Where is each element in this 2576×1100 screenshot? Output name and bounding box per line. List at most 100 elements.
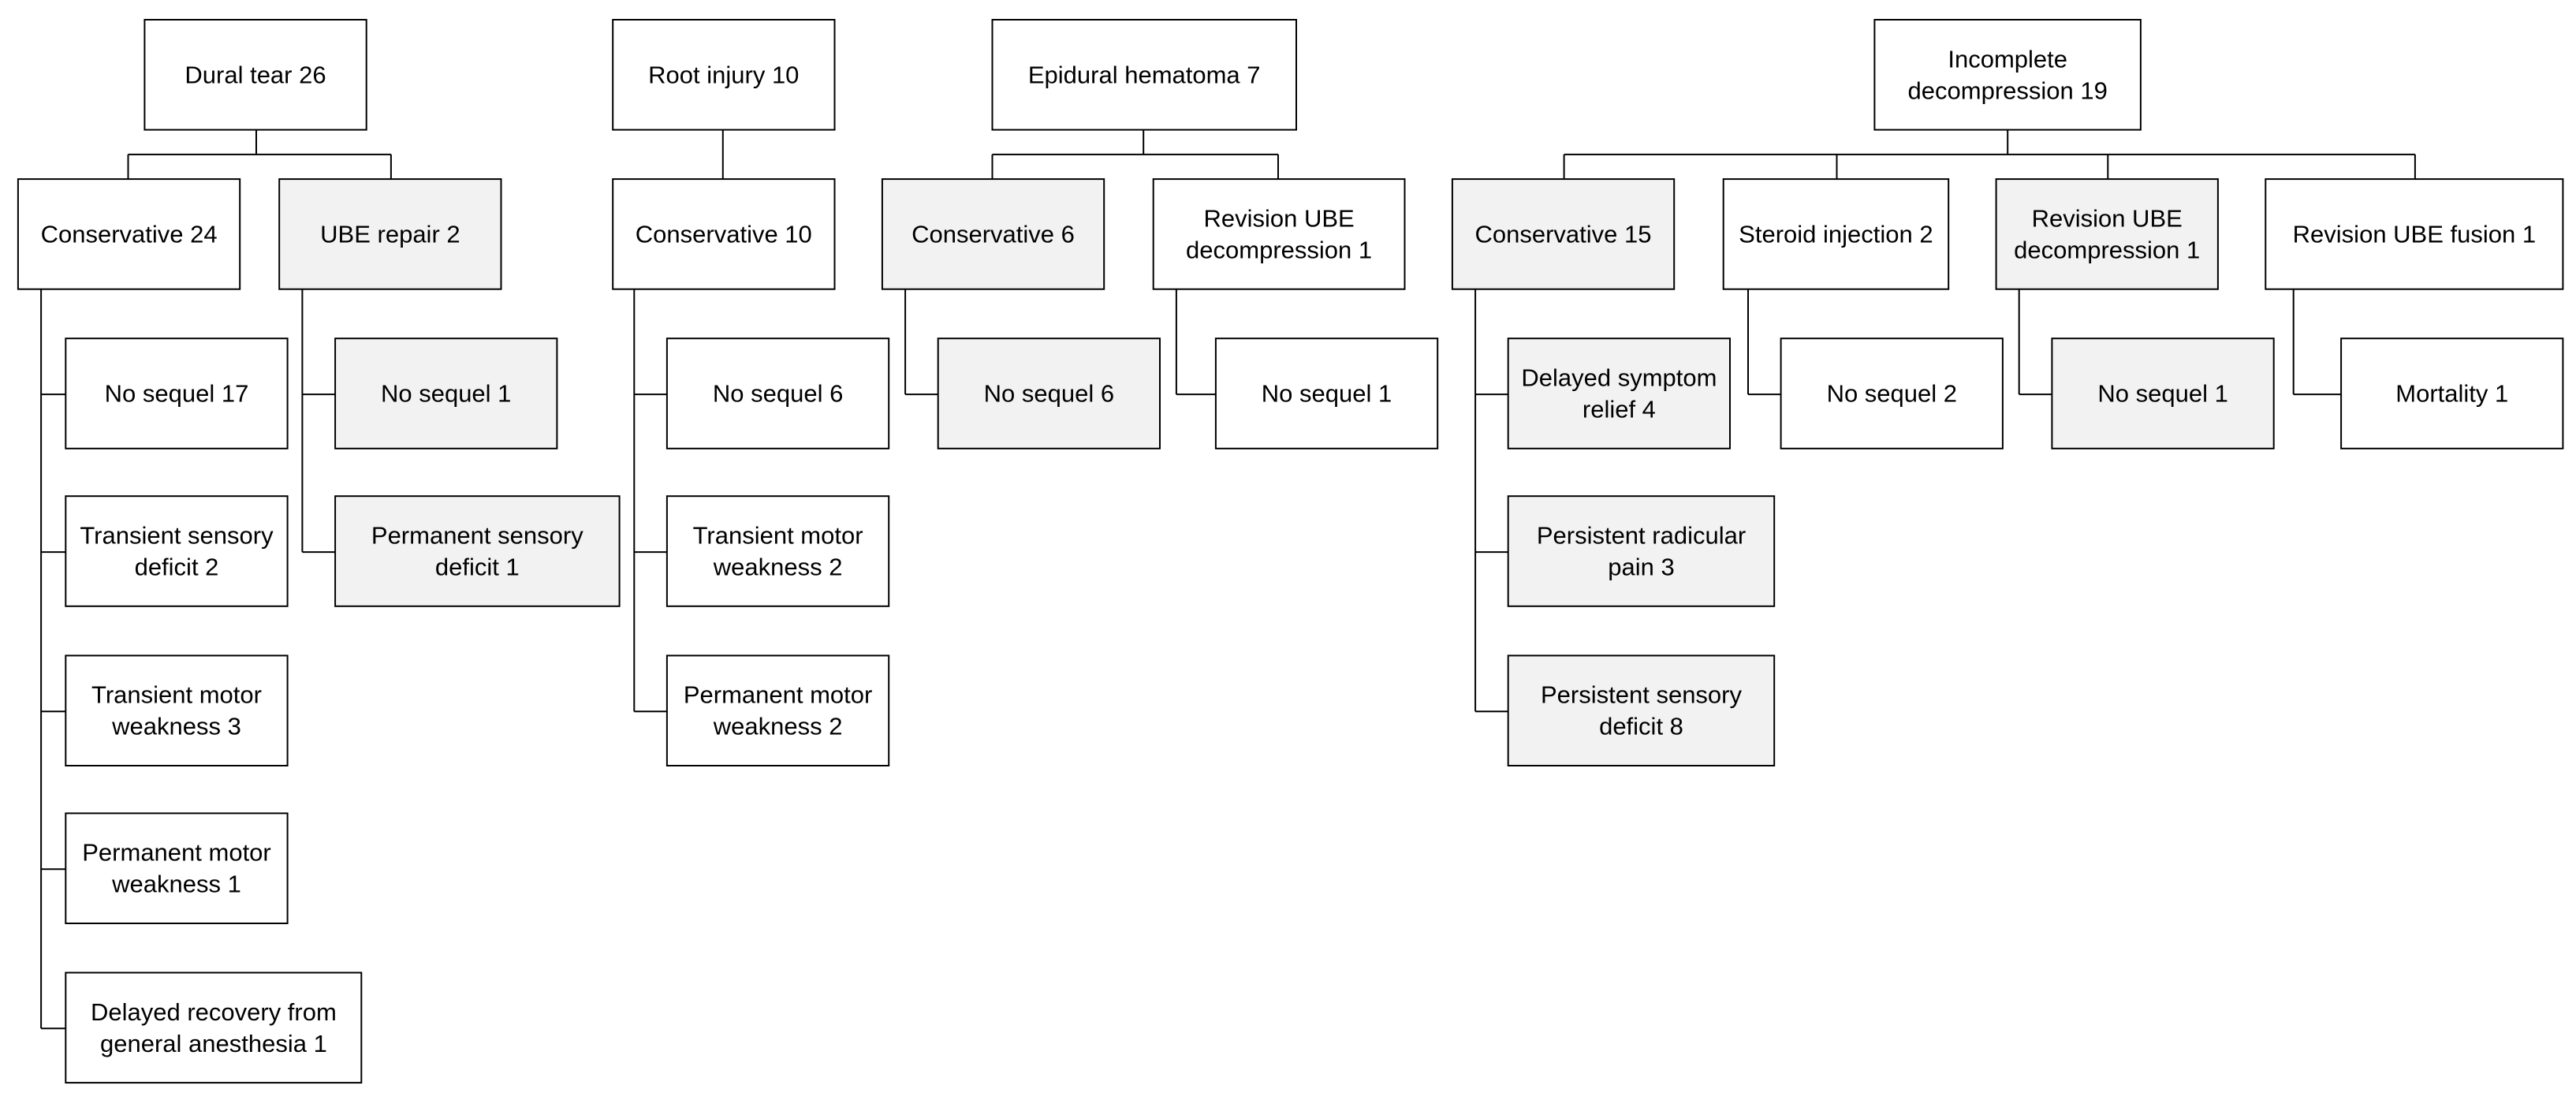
node-label-line: decompression 19: [1908, 76, 2108, 104]
outcome-node-eh-c-no-sequel: No sequel 6: [937, 337, 1161, 449]
outcome-node-ri-c-transient-motor: Transient motor weakness 2: [665, 495, 890, 607]
node-box: [17, 178, 241, 290]
connector-lines: [40, 129, 2416, 1030]
node-box: [65, 812, 289, 925]
root-node-epidural-hematoma: Epidural hematoma 7: [991, 19, 1297, 131]
node-box: [1152, 178, 1406, 290]
outcome-node-dt-c-transient-motor: Transient motor weakness 3: [65, 654, 289, 767]
root-node-dural-tear: Dural tear 26: [144, 19, 367, 131]
node-box: [144, 19, 367, 131]
node-label-line: Steroid injection 2: [1739, 220, 1933, 248]
node-label-line: No sequel 6: [713, 380, 843, 408]
node-label-line: pain 3: [1608, 554, 1674, 581]
outcome-node-id-c-persistent-radicular: Persistent radicular pain 3: [1507, 495, 1776, 607]
treatment-node-dt-conservative: Conservative 24: [17, 178, 241, 290]
node-box: [65, 495, 289, 607]
node-label-line: Revision UBE fusion 1: [2293, 220, 2536, 248]
node-box: [1780, 337, 2004, 449]
node-label-line: No sequel 6: [984, 380, 1114, 408]
node-label-line: deficit 2: [135, 554, 219, 581]
node-box: [1507, 337, 1731, 449]
node-box: [612, 178, 836, 290]
outcome-node-dt-r-no-sequel: No sequel 1: [334, 337, 558, 449]
node-label-line: weakness 2: [713, 554, 843, 581]
node-box: [937, 337, 1161, 449]
node-label-line: Epidural hematoma 7: [1028, 61, 1261, 88]
node-box: [1507, 495, 1776, 607]
treatment-node-id-revision-fusion: Revision UBE fusion 1: [2265, 178, 2564, 290]
outcome-node-id-s-no-sequel: No sequel 2: [1780, 337, 2004, 449]
node-label-line: No sequel 2: [1827, 380, 1957, 408]
node-label-line: Permanent motor: [684, 681, 873, 709]
node-box: [1451, 178, 1676, 290]
node-label-line: Incomplete: [1948, 45, 2067, 73]
node-label-line: No sequel 17: [105, 380, 249, 408]
node-label-line: weakness 2: [713, 713, 843, 740]
treatment-node-eh-revision-decompression: Revision UBE decompression 1: [1152, 178, 1406, 290]
node-label-line: Conservative 6: [911, 220, 1075, 248]
node-label-line: No sequel 1: [1262, 380, 1392, 408]
node-label-line: decompression 1: [1186, 236, 1372, 263]
node-box: [1873, 19, 2142, 131]
node-label-line: Permanent motor: [82, 839, 271, 867]
node-label-line: Mortality 1: [2395, 380, 2508, 408]
node-label-line: Transient motor: [693, 522, 863, 550]
outcome-node-eh-r-no-sequel: No sequel 1: [1214, 337, 1439, 449]
node-label-line: UBE repair 2: [320, 220, 460, 248]
node-label-line: Root injury 10: [648, 61, 799, 88]
node-label-line: Transient sensory: [80, 522, 274, 550]
node-label-line: Permanent sensory: [371, 522, 583, 550]
treatment-node-eh-conservative: Conservative 6: [881, 178, 1105, 290]
node-label-line: weakness 3: [111, 713, 241, 740]
treatment-node-ri-conservative: Conservative 10: [612, 178, 836, 290]
outcome-node-dt-c-no-sequel: No sequel 17: [65, 337, 289, 449]
node-label-line: decompression 1: [2014, 236, 2200, 263]
node-label-line: Dural tear 26: [185, 61, 326, 88]
node-label-line: deficit 8: [1599, 713, 1683, 740]
outcome-node-dt-r-permanent-sensory: Permanent sensory deficit 1: [334, 495, 621, 607]
node-box: [278, 178, 502, 290]
node-label-line: Persistent sensory: [1541, 681, 1742, 709]
node-label-line: No sequel 1: [381, 380, 511, 408]
node-box: [665, 654, 890, 767]
node-box: [1214, 337, 1439, 449]
node-box: [881, 178, 1105, 290]
node-label-line: Delayed symptom: [1521, 364, 1717, 392]
node-box: [2265, 178, 2564, 290]
node-label-line: No sequel 1: [2097, 380, 2227, 408]
treatment-node-id-conservative: Conservative 15: [1451, 178, 1676, 290]
outcome-node-id-rd-no-sequel: No sequel 1: [2051, 337, 2275, 449]
node-label-line: Revision UBE: [1203, 204, 1354, 232]
outcome-node-id-c-persistent-sensory: Persistent sensory deficit 8: [1507, 654, 1776, 767]
node-box: [2340, 337, 2564, 449]
node-box: [665, 495, 890, 607]
node-box: [65, 971, 363, 1084]
node-label-line: Persistent radicular: [1537, 522, 1746, 550]
outcome-node-ri-c-no-sequel: No sequel 6: [665, 337, 890, 449]
node-box: [991, 19, 1297, 131]
root-node-incomplete-decompression: Incomplete decompression 19: [1873, 19, 2142, 131]
node-label-line: deficit 1: [435, 554, 520, 581]
node-label-line: weakness 1: [111, 871, 241, 898]
outcome-node-dt-c-permanent-motor: Permanent motor weakness 1: [65, 812, 289, 925]
node-box: [65, 337, 289, 449]
outcome-node-dt-c-transient-sensory: Transient sensory deficit 2: [65, 495, 289, 607]
treatment-node-id-steroid-injection: Steroid injection 2: [1722, 178, 1950, 290]
node-box: [1722, 178, 1950, 290]
node-box: [65, 654, 289, 767]
node-label-line: Conservative 15: [1474, 220, 1651, 248]
node-box: [665, 337, 890, 449]
node-box: [1507, 654, 1776, 767]
node-box: [1995, 178, 2219, 290]
treatment-node-dt-ube-repair: UBE repair 2: [278, 178, 502, 290]
node-box: [612, 19, 836, 131]
node-label-line: Transient motor: [91, 681, 262, 709]
outcome-node-id-rf-mortality: Mortality 1: [2340, 337, 2564, 449]
root-node-root-injury: Root injury 10: [612, 19, 836, 131]
node-box: [334, 495, 621, 607]
node-label-line: Delayed recovery from: [91, 998, 337, 1026]
node-label-line: Conservative 24: [41, 220, 218, 248]
